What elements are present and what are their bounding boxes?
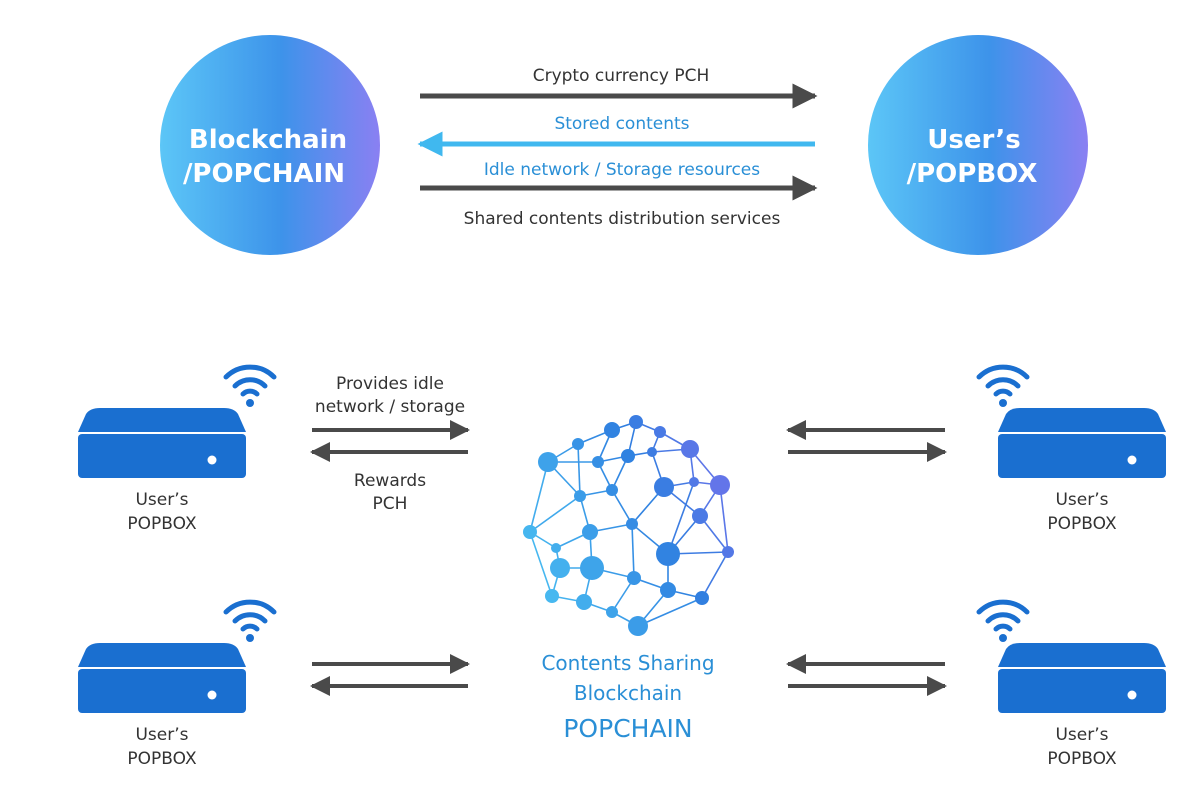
network-node bbox=[628, 616, 648, 636]
network-node bbox=[722, 546, 734, 558]
network-node bbox=[606, 484, 618, 496]
network-edge bbox=[529, 461, 549, 533]
provides-label-line1: Provides idle bbox=[336, 374, 444, 394]
exchange-arrows bbox=[310, 420, 947, 696]
wifi-icon bbox=[979, 367, 1027, 407]
network-node bbox=[654, 426, 666, 438]
network-edge bbox=[719, 484, 729, 553]
network-edge bbox=[667, 481, 695, 555]
network-node bbox=[592, 456, 604, 468]
network-edge bbox=[529, 531, 553, 597]
network-node bbox=[689, 477, 699, 487]
popbox-icon bbox=[998, 408, 1166, 478]
popbox-icon bbox=[998, 643, 1166, 713]
users-circle-line1: User’s bbox=[927, 125, 1021, 155]
blockchain-network-icon bbox=[523, 415, 734, 636]
popbox-bottom-left: User’s POPBOX bbox=[78, 602, 274, 769]
users-circle-line2: /POPBOX bbox=[907, 159, 1038, 189]
network-node bbox=[710, 475, 730, 495]
network-edge bbox=[701, 551, 729, 599]
network-node bbox=[629, 415, 643, 429]
network-node bbox=[538, 452, 558, 472]
network-node bbox=[627, 571, 641, 585]
network-node bbox=[576, 594, 592, 610]
network-node bbox=[654, 477, 674, 497]
network-node bbox=[572, 438, 584, 450]
blockchain-circle-line2: /POPCHAIN bbox=[183, 159, 345, 189]
network-edge bbox=[631, 523, 635, 579]
popbox-label-line2: POPBOX bbox=[127, 514, 197, 534]
network-node bbox=[660, 582, 676, 598]
popbox-label-line1: User’s bbox=[1055, 725, 1108, 745]
rewards-label-line2: PCH bbox=[373, 494, 408, 514]
popbox-label-line2: POPBOX bbox=[1047, 749, 1117, 769]
network-node bbox=[582, 524, 598, 540]
flow-label-crypto-currency: Crypto currency PCH bbox=[533, 66, 710, 86]
wifi-icon bbox=[226, 367, 274, 407]
network-node bbox=[551, 543, 561, 553]
network-node bbox=[523, 525, 537, 539]
network-node bbox=[621, 449, 635, 463]
network-edge bbox=[611, 489, 633, 525]
wifi-icon bbox=[979, 602, 1027, 642]
network-node bbox=[545, 589, 559, 603]
flow-label-stored-contents: Stored contents bbox=[554, 114, 689, 134]
blockchain-circle-line1: Blockchain bbox=[189, 125, 347, 155]
network-edge bbox=[637, 597, 703, 627]
network-node bbox=[606, 606, 618, 618]
network-node bbox=[580, 556, 604, 580]
popbox-label-line2: POPBOX bbox=[127, 749, 197, 769]
center-label-popchain: POPCHAIN bbox=[563, 714, 692, 743]
network-node bbox=[695, 591, 709, 605]
network-node bbox=[626, 518, 638, 530]
network-node bbox=[574, 490, 586, 502]
wifi-icon bbox=[226, 602, 274, 642]
rewards-label-line1: Rewards bbox=[354, 471, 426, 491]
network-node bbox=[550, 558, 570, 578]
center-label-line1: Contents Sharing bbox=[541, 651, 714, 675]
network-node bbox=[692, 508, 708, 524]
popbox-top-right: User’s POPBOX bbox=[979, 367, 1166, 534]
flow-label-idle-network: Idle network / Storage resources bbox=[484, 160, 760, 180]
network-node bbox=[656, 542, 680, 566]
provides-label-line2: network / storage bbox=[315, 397, 465, 417]
network-edge bbox=[529, 495, 581, 533]
popbox-label-line1: User’s bbox=[135, 725, 188, 745]
network-node bbox=[681, 440, 699, 458]
network-node bbox=[604, 422, 620, 438]
popbox-icon bbox=[78, 643, 246, 713]
users-popbox-circle: User’s /POPBOX bbox=[868, 35, 1088, 255]
popbox-label-line1: User’s bbox=[1055, 490, 1108, 510]
center-label-line2: Blockchain bbox=[574, 681, 682, 705]
flow-label-shared-contents: Shared contents distribution services bbox=[464, 209, 781, 229]
popbox-label-line1: User’s bbox=[135, 490, 188, 510]
blockchain-circle: Blockchain /POPCHAIN bbox=[160, 35, 380, 255]
network-node bbox=[647, 447, 657, 457]
popbox-label-line2: POPBOX bbox=[1047, 514, 1117, 534]
popbox-icon bbox=[78, 408, 246, 478]
popbox-top-left: User’s POPBOX bbox=[78, 367, 274, 534]
network-edge bbox=[577, 443, 581, 497]
popbox-bottom-right: User’s POPBOX bbox=[979, 602, 1166, 769]
top-flows: Crypto currency PCH Stored contents Idle… bbox=[417, 66, 818, 229]
